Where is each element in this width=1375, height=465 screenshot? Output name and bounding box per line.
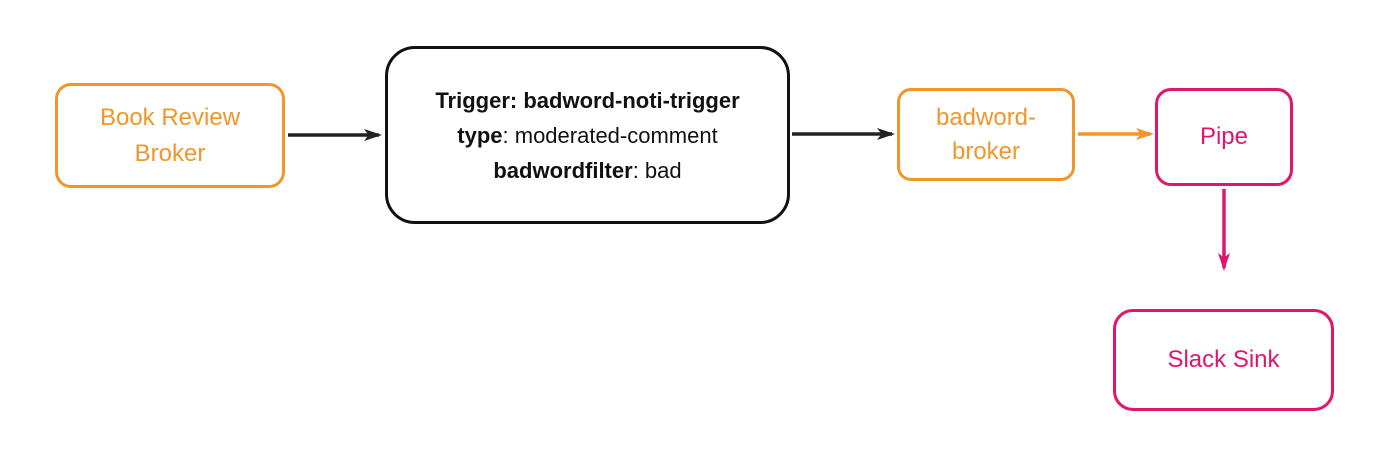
trigger-line1: Trigger: badword-noti-trigger: [435, 83, 739, 118]
node-pipe: Pipe: [1155, 88, 1293, 186]
trigger-line3: badwordfilter: bad: [435, 153, 739, 188]
node-badword-broker-label: badword-broker: [935, 103, 1037, 165]
trigger-line3-key: badwordfilter: [493, 157, 633, 183]
node-trigger: Trigger: badword-noti-trigger type: mode…: [385, 46, 790, 224]
node-book-review-broker: Book Review Broker: [55, 83, 285, 188]
node-book-review-broker-label: Book Review Broker: [99, 103, 241, 167]
node-slack-sink: Slack Sink: [1113, 309, 1334, 411]
trigger-line2-key: type: [457, 122, 503, 148]
trigger-line1-text: Trigger: badword-noti-trigger: [435, 87, 740, 113]
trigger-line3-value: : bad: [632, 157, 682, 183]
trigger-line2: type: moderated-comment: [435, 118, 739, 153]
trigger-line2-value: : moderated-comment: [502, 122, 718, 148]
node-slack-sink-label: Slack Sink: [1167, 346, 1280, 373]
node-badword-broker: badword-broker: [897, 88, 1075, 181]
node-pipe-label: Pipe: [1199, 123, 1249, 150]
